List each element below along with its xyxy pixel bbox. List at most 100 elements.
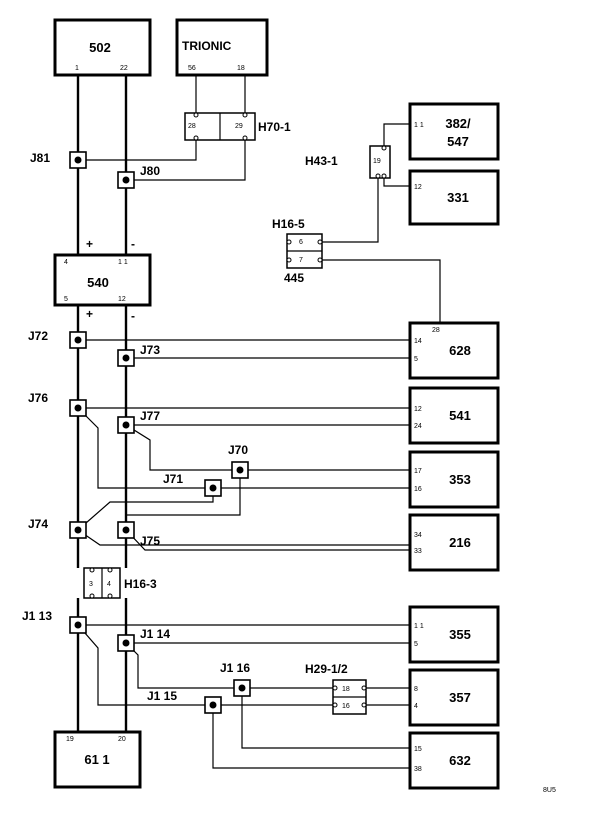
svg-text:15: 15	[414, 746, 422, 753]
label-j1-16: J1 16	[220, 661, 250, 675]
svg-text:16: 16	[342, 703, 350, 710]
svg-text:12: 12	[414, 406, 422, 413]
svg-text:5: 5	[64, 296, 68, 303]
svg-text:28: 28	[432, 327, 440, 334]
label-541: 541	[449, 408, 471, 423]
connector-h29	[332, 679, 367, 715]
connector-h43	[369, 145, 391, 179]
label-j1-15: J1 15	[147, 689, 177, 703]
junction-j80	[117, 171, 135, 189]
svg-text:5: 5	[414, 356, 418, 363]
label-547: 547	[447, 134, 469, 149]
label-h29: H29-1/2	[305, 662, 348, 676]
component-628	[408, 321, 500, 380]
svg-text:56: 56	[188, 65, 196, 72]
svg-text:17: 17	[414, 468, 422, 475]
label-h43: H43-1	[305, 154, 338, 168]
component-540	[53, 253, 152, 307]
svg-text:12: 12	[118, 296, 126, 303]
polarity-plus-540-in: +	[86, 237, 93, 251]
polarity-minus-540-in: -	[131, 237, 135, 251]
label-502: 502	[89, 40, 111, 55]
svg-text:12: 12	[414, 184, 422, 191]
pin-labels: 1 22 56 18 28 29 4 1 1 5 12 19 1 1 12 6 …	[64, 65, 440, 773]
svg-text:4: 4	[107, 581, 111, 588]
svg-text:4: 4	[414, 703, 418, 710]
svg-text:38: 38	[414, 766, 422, 773]
svg-text:33: 33	[414, 548, 422, 555]
label-611: 61 1	[84, 752, 109, 767]
component-trionic	[175, 18, 269, 77]
label-540: 540	[87, 275, 109, 290]
svg-text:1 1: 1 1	[118, 259, 128, 266]
connector-h16-5	[286, 233, 323, 269]
junction-j1-16	[233, 679, 251, 697]
label-h16-3: H16-3	[124, 577, 157, 591]
polarity-minus-540-out: -	[131, 309, 135, 323]
svg-text:6: 6	[299, 239, 303, 246]
svg-text:28: 28	[188, 123, 196, 130]
junction-j1-15	[204, 696, 222, 714]
component-502	[53, 18, 152, 77]
junction-j77	[117, 416, 135, 434]
connector-h16-3	[83, 567, 121, 599]
label-445: 445	[284, 271, 304, 285]
label-j72: J72	[28, 329, 48, 343]
component-541	[408, 386, 500, 445]
svg-text:34: 34	[414, 532, 422, 539]
svg-text:14: 14	[414, 338, 422, 345]
svg-text:19: 19	[66, 736, 74, 743]
label-357: 357	[449, 690, 471, 705]
label-j70: J70	[228, 443, 248, 457]
svg-text:19: 19	[373, 158, 381, 165]
component-611	[53, 730, 142, 789]
svg-text:1 1: 1 1	[414, 623, 424, 630]
label-632: 632	[449, 753, 471, 768]
component-632	[408, 731, 500, 790]
label-382: 382/	[445, 116, 471, 131]
svg-text:4: 4	[64, 259, 68, 266]
label-j81: J81	[30, 151, 50, 165]
junction-j75	[117, 521, 135, 539]
junction-j1-13	[69, 616, 87, 634]
svg-text:18: 18	[237, 65, 245, 72]
component-353	[408, 450, 500, 509]
label-j77: J77	[140, 409, 160, 423]
label-h16-5: H16-5	[272, 217, 305, 231]
svg-text:8: 8	[414, 686, 418, 693]
component-355	[408, 605, 500, 664]
label-trionic: TRIONIC	[182, 39, 232, 53]
junction-j73	[117, 349, 135, 367]
component-216	[408, 513, 500, 572]
svg-text:24: 24	[414, 423, 422, 430]
svg-text:16: 16	[414, 486, 422, 493]
junction-j81	[69, 151, 87, 169]
label-j1-14: J1 14	[140, 627, 170, 641]
label-331: 331	[447, 190, 469, 205]
label-353: 353	[449, 472, 471, 487]
svg-text:20: 20	[118, 736, 126, 743]
junction-j71	[204, 479, 222, 497]
label-h70: H70-1	[258, 120, 291, 134]
svg-text:1: 1	[75, 65, 79, 72]
connector-h70	[184, 112, 256, 141]
junction-j70	[231, 461, 249, 479]
junction-j74	[69, 521, 87, 539]
component-357	[408, 668, 500, 727]
svg-text:18: 18	[342, 686, 350, 693]
junction-j72	[69, 331, 87, 349]
component-331	[408, 169, 500, 226]
label-216: 216	[449, 535, 471, 550]
svg-text:5: 5	[414, 641, 418, 648]
svg-text:22: 22	[120, 65, 128, 72]
component-382-547	[408, 102, 500, 161]
pin-dots	[89, 112, 387, 708]
label-j80: J80	[140, 164, 160, 178]
label-j73: J73	[140, 343, 160, 357]
label-355: 355	[449, 627, 471, 642]
label-j75: J75	[140, 534, 160, 548]
svg-text:1 1: 1 1	[414, 122, 424, 129]
figure-code: 8U5	[543, 787, 556, 794]
svg-text:3: 3	[89, 581, 93, 588]
junction-j76	[69, 399, 87, 417]
